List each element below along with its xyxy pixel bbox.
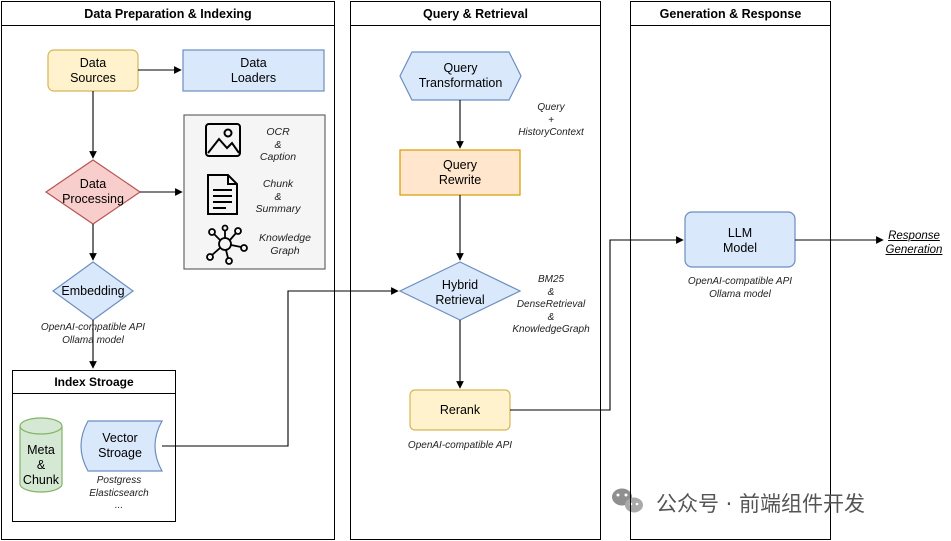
- rerank-note: OpenAI-compatible API: [407, 440, 513, 451]
- vector-storage-shape: [80, 420, 164, 472]
- rerank-label: Rerank: [439, 402, 481, 417]
- query-transformation-label: Query Transformation: [418, 61, 503, 90]
- wechat-icon: [612, 488, 643, 513]
- panel-title: Query & Retrieval: [351, 2, 600, 26]
- query-rewrite-label: Query Rewrite: [438, 158, 482, 187]
- response-generation-label: Response Generation: [885, 230, 943, 256]
- index-storage-title: Index Stroage: [13, 371, 175, 394]
- embedding-note: OpenAI-compatible API Ollama model: [40, 322, 146, 346]
- edge-rerank-llm: [510, 236, 684, 411]
- embedding-label: Embedding: [61, 283, 125, 298]
- meta-chunk-cylinder: [19, 417, 63, 493]
- knowledge-graph-label: Knowledge Graph: [259, 232, 311, 257]
- image-icon: [205, 123, 241, 157]
- hybrid-retrieval-label: Hybrid Retrieval: [435, 278, 485, 307]
- panel-data-preparation: Data Preparation & Indexing: [1, 1, 335, 540]
- panel-generation-response: Generation & Response: [630, 1, 831, 540]
- panel-query-retrieval: Query & Retrieval: [350, 1, 601, 540]
- panel-title: Generation & Response: [631, 2, 830, 26]
- edge-vector-hybrid: [162, 287, 399, 447]
- meta-chunk-label: Meta & Chunk: [22, 442, 60, 487]
- vector-storage-note: Postgress Elasticsearch ...: [89, 475, 149, 511]
- query-history-note: Query + HistoryContext: [518, 102, 584, 138]
- query-rewrite-node: [399, 149, 521, 196]
- data-sources-label: Data Sources: [70, 55, 116, 85]
- data-loaders-node: [182, 49, 325, 92]
- index-storage-panel: Index Stroage: [12, 370, 176, 522]
- llm-model-note: OpenAI-compatible API Ollama model: [687, 276, 793, 300]
- panel-title: Data Preparation & Indexing: [2, 2, 334, 26]
- data-processing-label: Data Processing: [62, 177, 124, 206]
- llm-model-label: LLM Model: [722, 226, 758, 255]
- watermark-text: 公众号 · 前端组件开发: [656, 492, 866, 516]
- knowledge-graph-icon: [206, 224, 248, 265]
- vector-storage-label: Vector Stroage: [98, 431, 142, 460]
- query-transformation-node: [399, 51, 522, 101]
- chunk-summary-label: Chunk & Summary: [255, 178, 301, 215]
- ocr-caption-label: OCR & Caption: [259, 126, 297, 163]
- hybrid-retrieval-note: BM25 & DenseRetrieval & KnowledgeGraph: [512, 274, 590, 335]
- processing-outputs-group: [183, 114, 326, 270]
- data-loaders-label: Data Loaders: [230, 55, 277, 85]
- document-icon: [207, 174, 238, 215]
